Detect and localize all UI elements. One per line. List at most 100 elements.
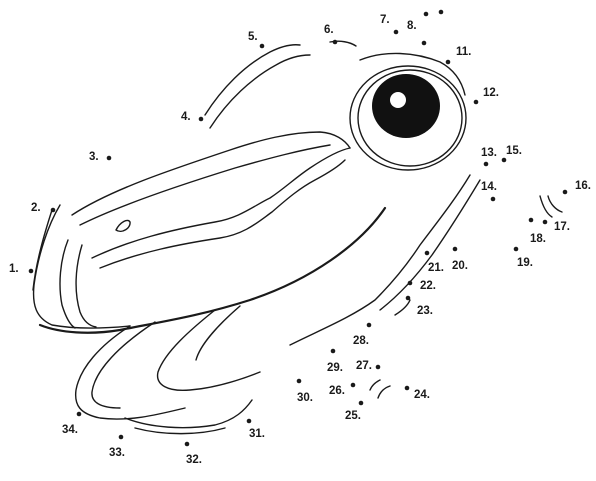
back-ridge-2 [209, 54, 311, 129]
jaw-right-2 [379, 179, 481, 311]
jaw-bottom-2 [134, 427, 226, 435]
dots-layer: 1. 2. 3. 4. 5. 6. 7. 8. 11. 12. 13. 14. 15. 16. 17. 18.… [9, 9, 591, 466]
head-layer-3 [75, 244, 97, 328]
dot-label-16: 16. [575, 180, 591, 192]
dot-3[interactable] [106, 155, 112, 161]
dot-label-13: 13. [481, 147, 497, 159]
dot-label-26: 26. [329, 385, 345, 397]
dot-label-30: 30. [297, 392, 313, 404]
head-layer-1 [79, 144, 331, 226]
dot-label-14: 14. [481, 181, 497, 193]
dot-20[interactable] [452, 246, 458, 252]
lower-jaw-inner [91, 321, 156, 409]
dot-32[interactable] [184, 441, 190, 447]
dot-label-31: 31. [249, 428, 265, 440]
mouth-line [38, 206, 387, 334]
dot-7[interactable] [393, 29, 399, 35]
dot-label-2: 2. [31, 202, 41, 214]
foot-line-1 [539, 195, 553, 218]
dot-6[interactable] [332, 39, 338, 45]
snout-edge [32, 204, 131, 329]
dot-21[interactable] [424, 250, 430, 256]
dot-31[interactable] [246, 418, 252, 424]
tongue-inner [156, 309, 261, 392]
dot-label-17: 17. [554, 221, 570, 233]
dot-27[interactable] [375, 364, 381, 370]
eye-lid-top [359, 52, 466, 96]
detail-line-1 [369, 379, 381, 391]
dot-label-5: 5. [248, 31, 258, 43]
dot-28[interactable] [366, 322, 372, 328]
dot-18[interactable] [528, 217, 534, 223]
lip-wave [91, 147, 351, 259]
detail-line-3 [394, 299, 411, 316]
back-ridge-1 [204, 44, 301, 116]
dot-label-28: 28. [353, 335, 369, 347]
dot-label-11: 11. [456, 46, 471, 58]
dot-29[interactable] [330, 348, 336, 354]
dot-25[interactable] [358, 400, 364, 406]
dot-label-6: 6. [324, 24, 334, 36]
dot-label-12: 12. [483, 87, 499, 99]
dot-34[interactable] [76, 411, 82, 417]
foot-line-2 [547, 195, 563, 213]
dot-label-22: 22. [420, 280, 436, 292]
dot-13[interactable] [483, 161, 489, 167]
dot-label-3: 3. [89, 151, 99, 163]
dot-label-7: 7. [380, 14, 390, 26]
dot-label-18: 18. [530, 233, 546, 245]
eye-highlight [390, 92, 406, 108]
eye-outer [349, 65, 467, 171]
dot-label-27: 27. [356, 360, 372, 372]
dot-label-19: 19. [517, 257, 533, 269]
lower-jaw [74, 325, 186, 420]
dot-17[interactable] [542, 219, 548, 225]
dot-33[interactable] [118, 434, 124, 440]
head-top-line [71, 131, 351, 216]
dot-26[interactable] [350, 382, 356, 388]
dot-19[interactable] [513, 246, 519, 252]
dot-label-34: 34. [62, 424, 78, 436]
detail-line-2 [377, 385, 391, 399]
dot-16[interactable] [562, 189, 568, 195]
dot-14[interactable] [490, 196, 496, 202]
dot-10[interactable] [438, 9, 444, 15]
dot-12[interactable] [473, 99, 479, 105]
lip-wave-2 [99, 159, 346, 269]
dot-label-1: 1. [9, 263, 19, 275]
dot-23[interactable] [405, 295, 411, 301]
back-ridge-3 [329, 40, 357, 47]
dot-label-33: 33. [109, 447, 125, 459]
jaw-bottom [124, 399, 253, 429]
frog-outline [32, 40, 563, 435]
dot-label-23: 23. [417, 305, 433, 317]
dot-label-29: 29. [327, 362, 343, 374]
dot-4[interactable] [198, 116, 204, 122]
dot-5[interactable] [259, 43, 265, 49]
dot-1[interactable] [28, 268, 34, 274]
eye-pupil [372, 74, 440, 138]
tongue-inner-2 [195, 305, 241, 361]
dot-30[interactable] [296, 378, 302, 384]
snout-inner-edge [32, 209, 53, 291]
dot-22[interactable] [407, 280, 413, 286]
dot-11[interactable] [445, 59, 451, 65]
dot-label-8: 8. [407, 20, 417, 32]
dot-2[interactable] [50, 207, 56, 213]
dot-9[interactable] [423, 11, 429, 17]
dot-label-24: 24. [414, 389, 430, 401]
dot-label-4: 4. [181, 111, 191, 123]
dot-8[interactable] [421, 40, 427, 46]
dot-label-15: 15. [506, 145, 522, 157]
eye-socket [357, 69, 463, 167]
dot-15[interactable] [501, 157, 507, 163]
head-layer-2 [59, 239, 76, 329]
dot-24[interactable] [404, 385, 410, 391]
nostril [115, 219, 131, 232]
dot-label-21: 21. [428, 262, 444, 274]
dot-label-20: 20. [452, 260, 468, 272]
dot-label-25: 25. [345, 410, 361, 422]
dot-label-32: 32. [186, 454, 202, 466]
